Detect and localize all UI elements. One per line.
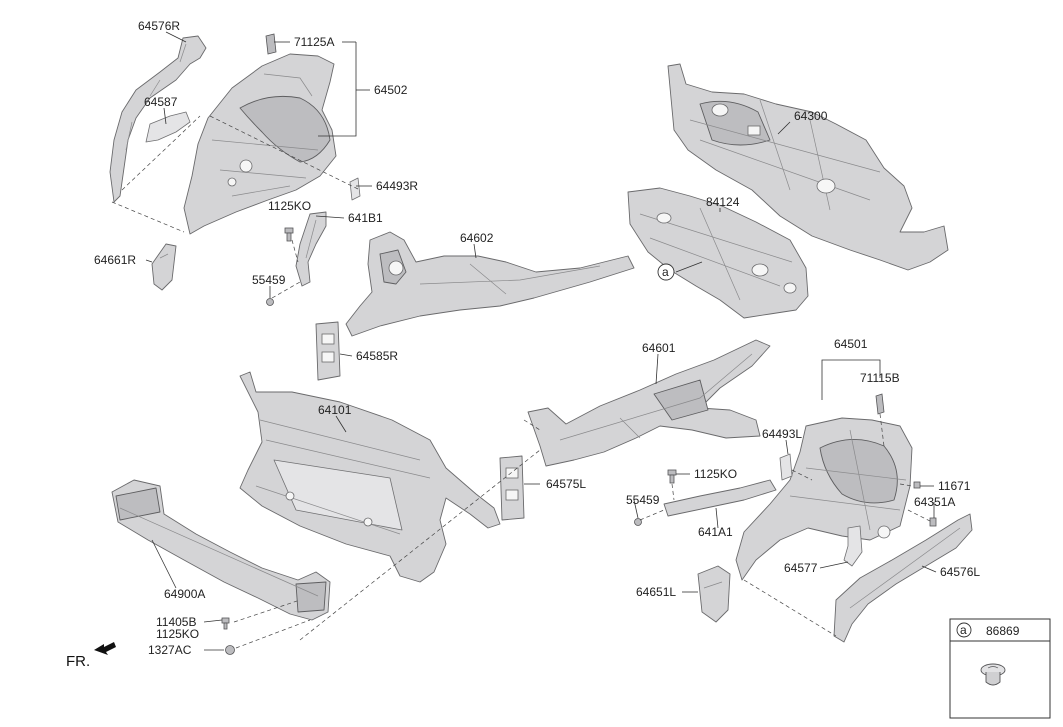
- clip-55459-mid-drawing: [634, 518, 642, 526]
- label-1125KO-bot[interactable]: 1125KO: [156, 627, 199, 641]
- legend-box: a 86869: [949, 618, 1051, 719]
- part-64900A-drawing: [111, 479, 331, 621]
- part-64602-drawing: [345, 231, 635, 337]
- part-64577-drawing: [843, 525, 863, 567]
- label-55459-top[interactable]: 55459: [252, 273, 286, 287]
- part-64601-drawing: [527, 339, 771, 467]
- label-11671[interactable]: 11671: [938, 479, 971, 493]
- label-1125KO-mid[interactable]: 1125KO: [694, 467, 737, 481]
- part-64493R-drawing: [349, 177, 361, 201]
- label-64661R[interactable]: 64661R: [94, 253, 136, 267]
- clip-55459-top-drawing: [266, 298, 274, 306]
- label-1327AC[interactable]: 1327AC: [148, 643, 192, 657]
- legend-marker-circle: [956, 622, 972, 638]
- label-64602[interactable]: 64602: [460, 231, 494, 245]
- stud-71115B-drawing: [875, 393, 885, 415]
- part-84124-drawing: [627, 187, 809, 319]
- label-64601[interactable]: 64601: [642, 341, 676, 355]
- label-64576L[interactable]: 64576L: [940, 565, 980, 579]
- label-64493R[interactable]: 64493R: [376, 179, 418, 193]
- legend-marker: a: [960, 623, 967, 637]
- part-64575L-drawing: [499, 455, 525, 521]
- label-64576R[interactable]: 64576R: [138, 19, 180, 33]
- label-64900A[interactable]: 64900A: [164, 587, 205, 601]
- label-64502[interactable]: 64502: [374, 83, 408, 97]
- label-64351A[interactable]: 64351A: [914, 495, 955, 509]
- front-arrow-icon: [94, 642, 116, 655]
- part-64501-drawing: [735, 417, 913, 581]
- callout-a-text: a: [662, 265, 669, 279]
- bolt-64351A-drawing: [929, 517, 937, 527]
- label-84124[interactable]: 84124: [706, 195, 740, 209]
- part-64661R-drawing: [151, 243, 177, 291]
- label-64587[interactable]: 64587: [144, 95, 178, 109]
- part-64576R-drawing: [109, 35, 207, 203]
- bolt-11671-drawing: [913, 481, 921, 489]
- label-11405B[interactable]: 11405B: [156, 615, 196, 629]
- part-641A1-drawing: [663, 479, 777, 517]
- front-label: FR.: [66, 653, 90, 670]
- part-64493L-drawing: [779, 453, 793, 481]
- part-641B1-drawing: [295, 211, 327, 287]
- label-64300[interactable]: 64300: [794, 109, 828, 123]
- label-64575L[interactable]: 64575L: [546, 477, 586, 491]
- bolt-11405B-drawing: [221, 617, 230, 630]
- label-71115B[interactable]: 71115B: [860, 371, 900, 385]
- label-1125KO-top[interactable]: 1125KO: [268, 199, 311, 213]
- part-64576L-drawing: [833, 513, 973, 643]
- part-64587-drawing: [145, 111, 191, 143]
- leader-lines: [145, 31, 937, 651]
- part-64585R-drawing: [315, 321, 341, 381]
- legend-part-number[interactable]: 86869: [986, 624, 1020, 638]
- clip-86869-icon: [980, 663, 1006, 686]
- part-64502-drawing: [183, 53, 337, 235]
- label-641A1[interactable]: 641A1: [698, 525, 733, 539]
- label-641B1[interactable]: 641B1: [348, 211, 383, 225]
- bolt-1125KO-mid-drawing: [667, 469, 677, 484]
- stud-71125A-drawing: [265, 33, 277, 55]
- label-64577[interactable]: 64577: [784, 561, 818, 575]
- label-55459-mid[interactable]: 55459: [626, 493, 660, 507]
- part-64651L-drawing: [697, 565, 731, 623]
- part-64101-drawing: [239, 371, 501, 583]
- label-64493L[interactable]: 64493L: [762, 427, 802, 441]
- front-direction-indicator: FR.: [66, 642, 116, 670]
- label-71125A[interactable]: 71125A: [294, 35, 334, 49]
- bolt-1125KO-top-drawing: [284, 227, 294, 242]
- label-64651L[interactable]: 64651L: [636, 585, 676, 599]
- callout-a[interactable]: a: [657, 263, 675, 281]
- label-64101[interactable]: 64101: [318, 403, 352, 417]
- part-64300-drawing: [667, 63, 949, 271]
- label-64501[interactable]: 64501: [834, 337, 868, 351]
- part-labels: 64576R 71125A 64502 64587 64493R 1125KO …: [94, 19, 980, 657]
- label-64585R[interactable]: 64585R: [356, 349, 398, 363]
- nut-1327AC-drawing: [225, 645, 235, 655]
- assembly-dashed-lines: [111, 115, 933, 649]
